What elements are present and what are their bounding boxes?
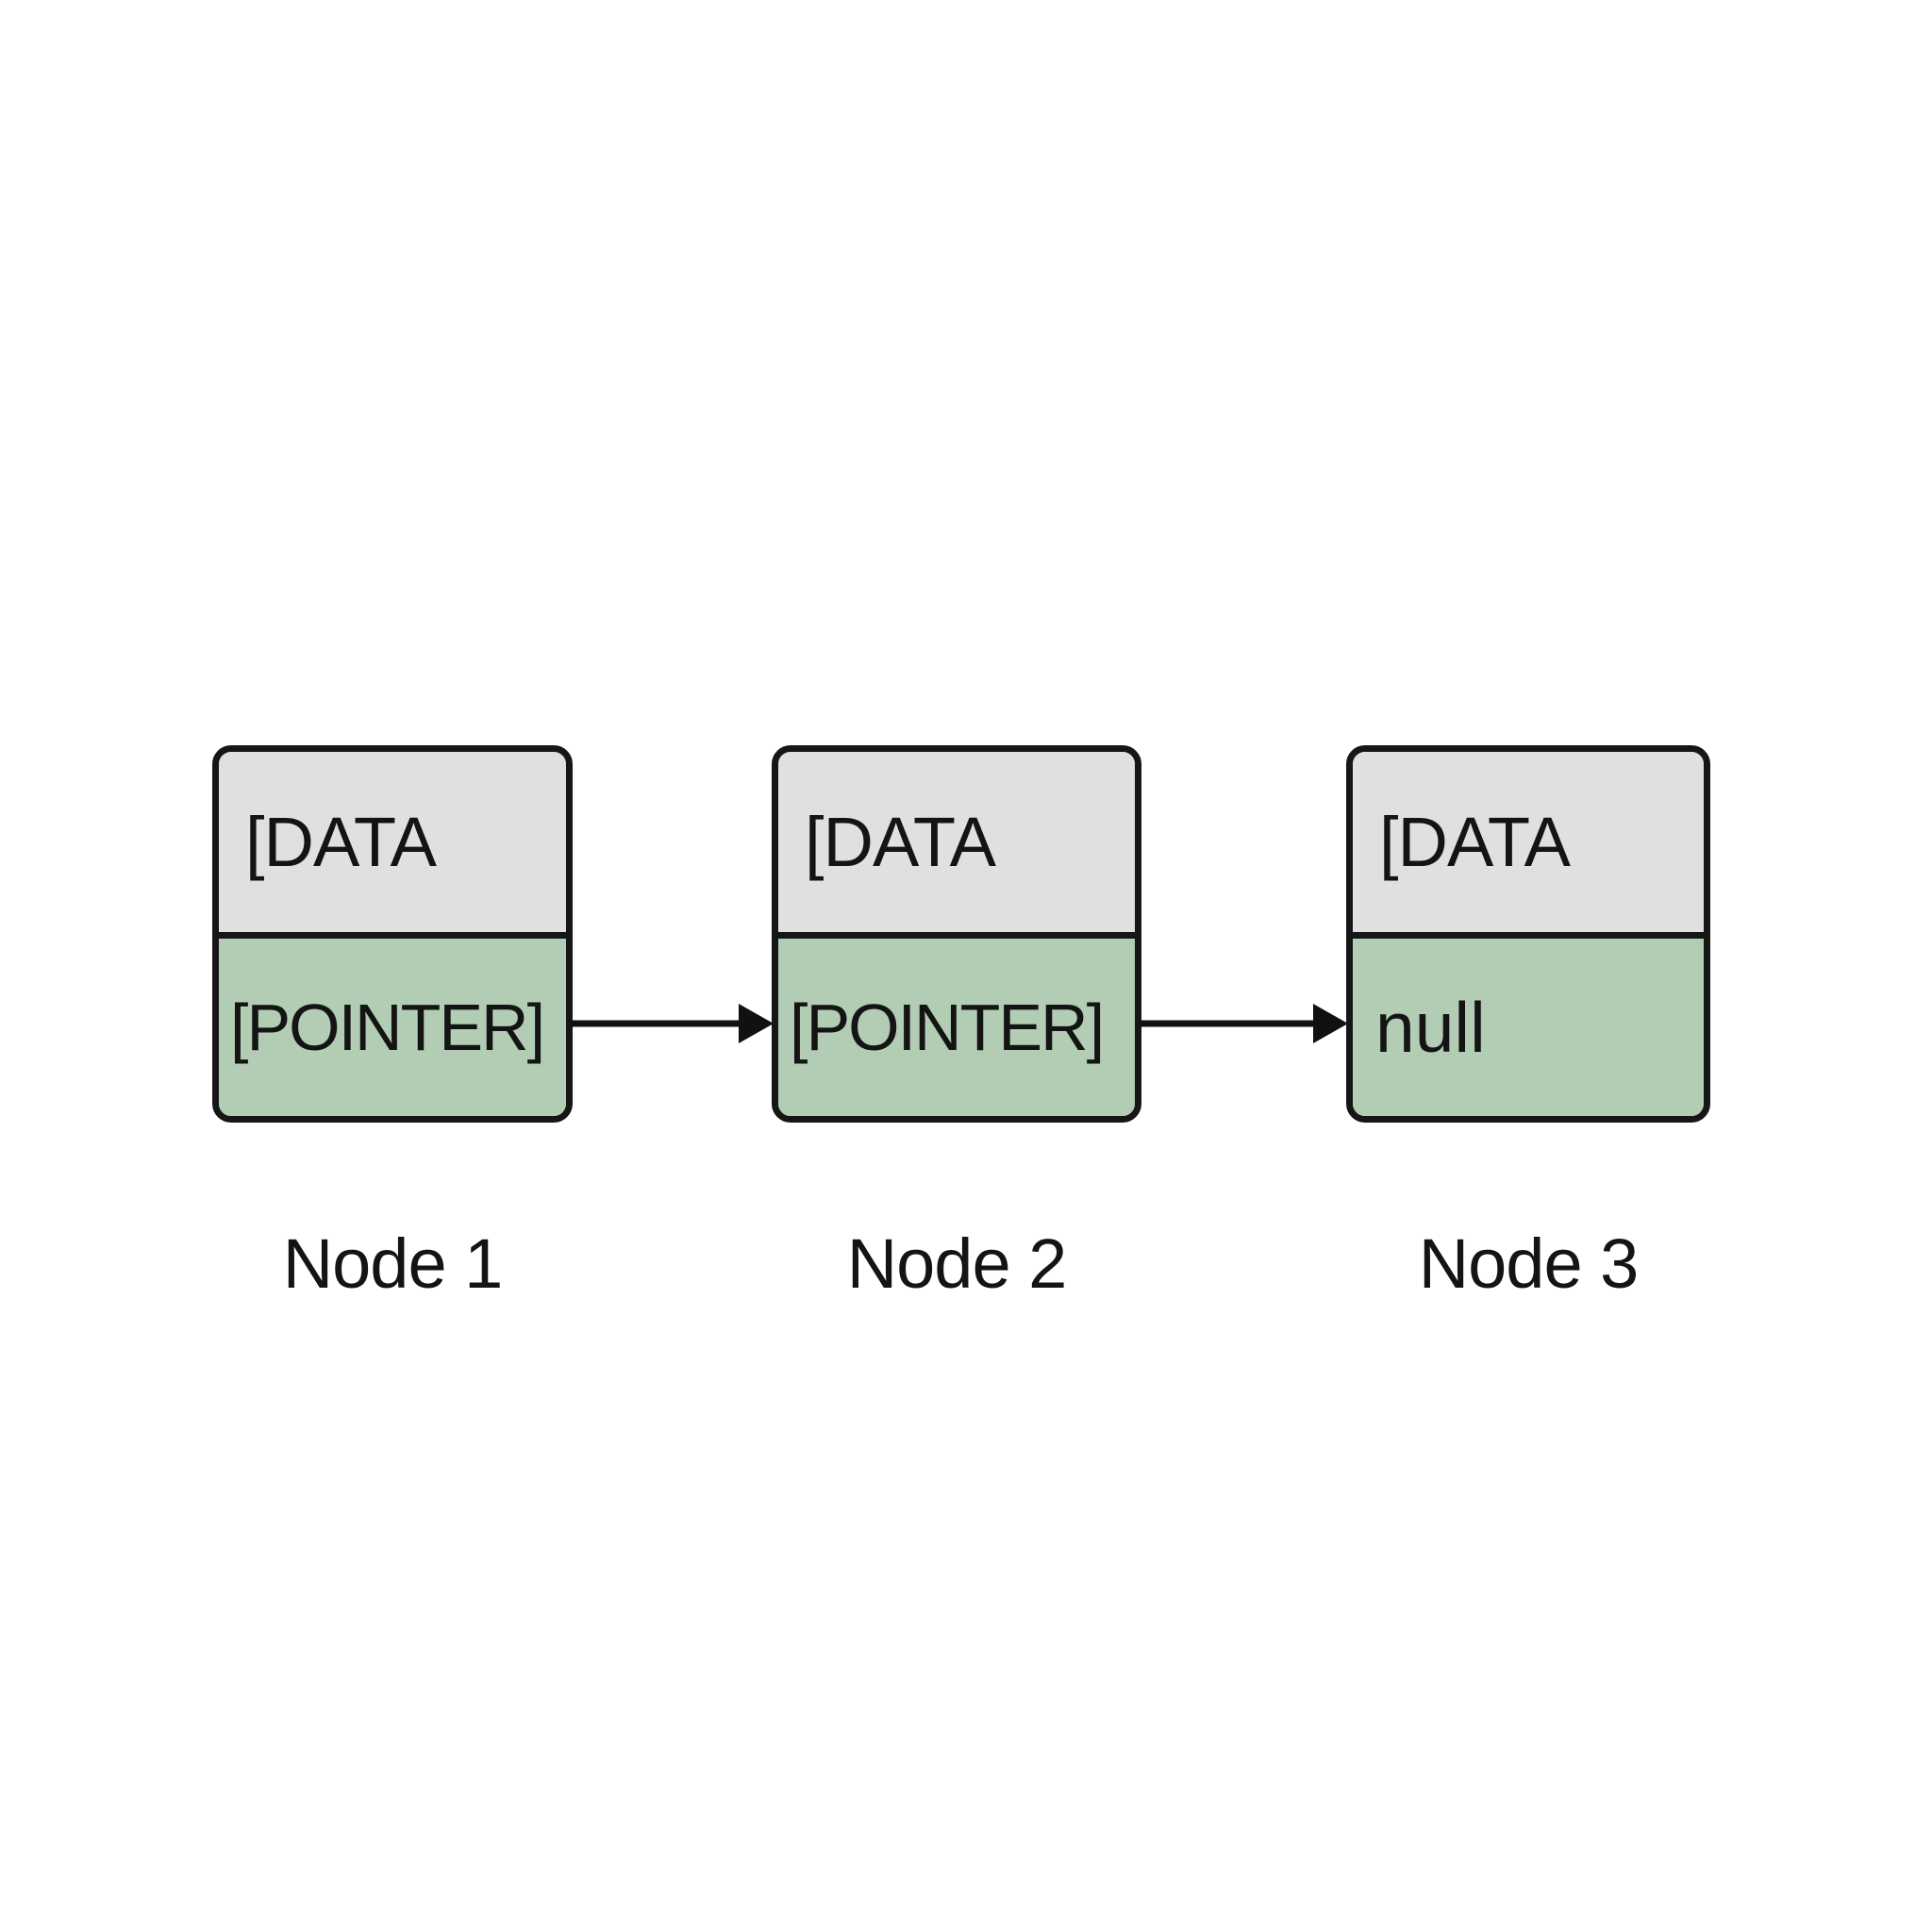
node-1-box: [DATA [POINTER]	[212, 745, 573, 1123]
node-3-pointer-cell: null	[1353, 939, 1704, 1116]
node-2-label: Node 2	[846, 1224, 1068, 1303]
arrow-head-icon	[739, 1004, 774, 1043]
node-3-data-cell: [DATA	[1353, 752, 1704, 939]
node-2-pointer-cell: [POINTER]	[778, 939, 1135, 1116]
node-3-box: [DATA null	[1346, 745, 1710, 1123]
node-3-null-text: null	[1375, 988, 1486, 1067]
node-1-data-cell: [DATA	[219, 752, 566, 939]
arrow-node2-to-node3	[1140, 1004, 1348, 1043]
node-3-data-text: [DATA	[1379, 803, 1571, 881]
node-2-pointer-text: [POINTER]	[790, 991, 1105, 1064]
node-3-label: Node 3	[1418, 1224, 1640, 1303]
arrow-node1-to-node2	[571, 1004, 774, 1043]
arrow-head-icon	[1313, 1004, 1348, 1043]
node-2-data-cell: [DATA	[778, 752, 1135, 939]
node-2-data-text: [DATA	[805, 803, 996, 881]
node-1-label: Node 1	[282, 1224, 504, 1303]
node-2-box: [DATA [POINTER]	[772, 745, 1141, 1123]
node-1-pointer-cell: [POINTER]	[219, 939, 566, 1116]
node-1-data-text: [DATA	[245, 803, 437, 881]
node-1-pointer-text: [POINTER]	[230, 991, 545, 1064]
